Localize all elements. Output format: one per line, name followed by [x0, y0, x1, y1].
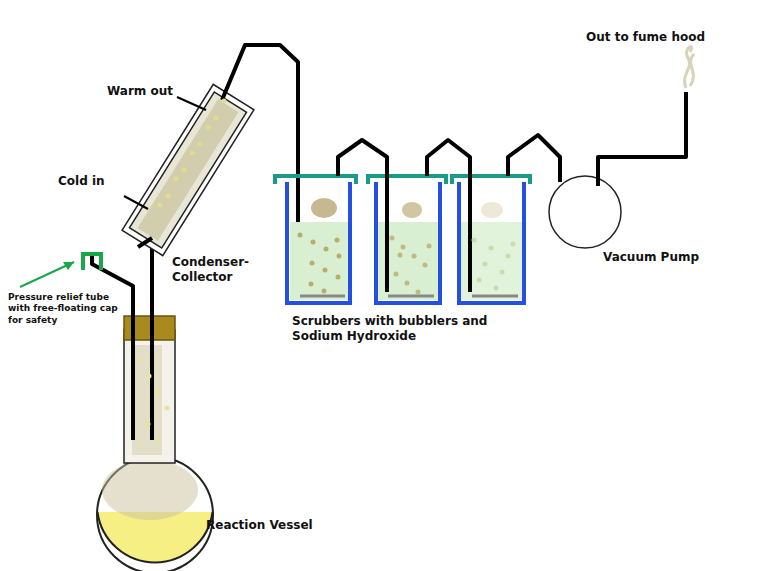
part-label: Condenser- Collector	[172, 255, 260, 285]
bubble	[401, 245, 406, 250]
bubble	[336, 275, 341, 280]
bubble	[416, 290, 421, 295]
note-label: Pressure relief tube with free-floating …	[8, 292, 126, 326]
bubble	[500, 270, 505, 275]
bubble	[155, 438, 160, 443]
bubble	[511, 242, 516, 247]
bubble	[174, 177, 179, 182]
flask-bulb	[97, 457, 213, 571]
outlet-label: Out to fume hood	[586, 30, 766, 45]
neck-vapour	[132, 345, 162, 455]
warm-out-port	[177, 97, 206, 110]
bubble	[472, 238, 477, 243]
part-label: Vacuum Pump	[603, 250, 723, 265]
vapour-tube	[152, 238, 158, 440]
bubble	[394, 272, 399, 277]
bubble	[138, 358, 143, 363]
bubbles	[138, 99, 516, 443]
part-label: Scrubbers with bubblers and Sodium Hydro…	[292, 314, 492, 344]
bubble	[337, 254, 342, 259]
bubble	[182, 168, 187, 173]
bubble	[405, 281, 410, 286]
condenser-drip	[138, 238, 152, 247]
bubble	[494, 286, 499, 291]
pump-inlet	[508, 135, 560, 182]
bubble	[309, 282, 314, 287]
bubble	[198, 142, 203, 147]
scrubbers	[275, 176, 530, 303]
exhaust-line	[598, 92, 686, 186]
relief-pointer-head	[63, 262, 74, 270]
bubble	[390, 236, 395, 241]
bubble	[190, 151, 195, 156]
fumes	[311, 198, 503, 218]
bubble	[322, 289, 327, 294]
bubble	[398, 253, 403, 258]
exhaust-smoke	[684, 47, 694, 88]
vacuum-pump	[549, 176, 621, 248]
bubble	[165, 406, 170, 411]
flask-vapour	[102, 460, 198, 520]
cold-in-port	[124, 196, 148, 209]
bubble	[335, 238, 340, 243]
relief-cap	[83, 254, 101, 270]
link-tube-2	[427, 140, 470, 292]
bubble	[311, 240, 316, 245]
bubble	[412, 254, 417, 259]
bubble	[222, 99, 227, 104]
relief-pointer	[20, 262, 74, 287]
part-label: Reaction Vessel	[206, 518, 366, 533]
bubble	[323, 268, 328, 273]
link-tube-1	[338, 140, 387, 292]
bubble	[324, 247, 329, 252]
bubble	[310, 261, 315, 266]
bubble	[146, 422, 151, 427]
port-label: Cold in	[58, 174, 138, 189]
bubble	[158, 203, 163, 208]
bubble	[506, 254, 511, 259]
bubble	[298, 233, 303, 238]
relief-tube	[92, 254, 133, 440]
bubble	[166, 194, 171, 199]
bubble	[489, 246, 494, 251]
condenser	[122, 84, 254, 255]
bubble	[483, 262, 488, 267]
bubble	[156, 390, 161, 395]
bubble	[423, 263, 428, 268]
bubble	[427, 244, 432, 249]
bubble	[147, 374, 152, 379]
bubble	[214, 116, 219, 121]
port-label: Warm out	[107, 84, 207, 99]
bubble	[477, 278, 482, 283]
bubble	[206, 125, 211, 130]
